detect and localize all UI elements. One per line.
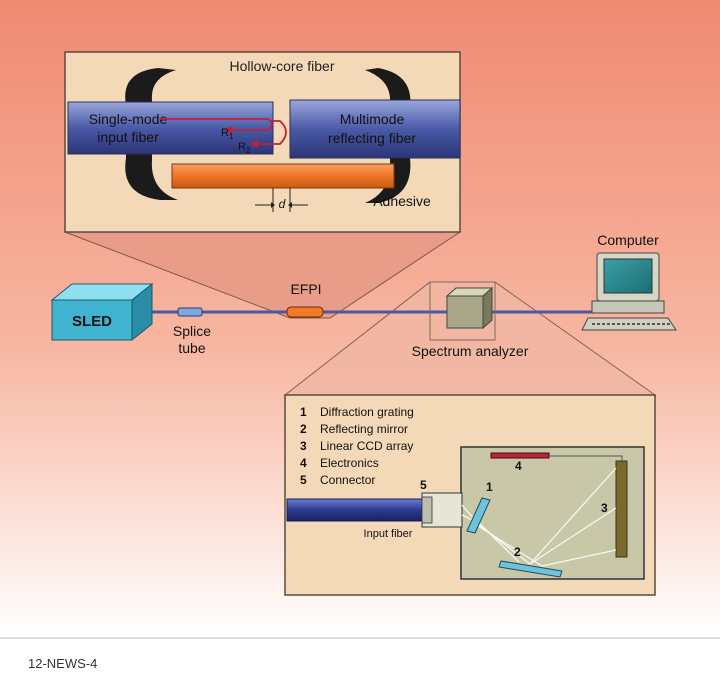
sled-box <box>51 299 133 341</box>
computer-label: Computer <box>597 232 659 248</box>
computer <box>581 252 677 331</box>
callout-5: 5 <box>420 478 427 492</box>
gap-arrowhead-left <box>271 202 275 208</box>
ray-reflect-1 <box>529 467 617 565</box>
input-fiber-label-2: input fiber <box>97 129 159 145</box>
reflect-fiber-label-2: reflecting fiber <box>328 130 416 146</box>
reflect-fiber-label-1: Multimode <box>340 111 405 127</box>
input-fiber-label-1: Single-mode <box>89 111 168 127</box>
gap-arrowhead-right <box>288 202 292 208</box>
reflecting-mirror <box>498 560 563 578</box>
ray-reflect-2 <box>529 507 617 565</box>
legend-label-1: Diffraction grating <box>320 405 414 419</box>
legend-num-3: 3 <box>300 439 307 453</box>
legend-num-4: 4 <box>300 456 307 470</box>
spectrum-analyzer-label: Spectrum analyzer <box>412 343 529 359</box>
ray-reflect-3 <box>541 549 617 567</box>
legend-num-1: 1 <box>300 405 307 419</box>
single-mode-input-fiber <box>67 101 274 155</box>
analyzer-highlight-box <box>429 281 496 341</box>
r1-label: R1 <box>221 127 234 141</box>
ccd-array <box>615 460 628 558</box>
diffraction-grating <box>466 497 491 534</box>
legend: 1 Diffraction grating 2 Reflecting mirro… <box>300 405 414 487</box>
r2-label: R2 <box>238 141 251 155</box>
computer-base <box>591 300 665 314</box>
callout-1: 1 <box>486 480 493 494</box>
legend-label-5: Connector <box>320 473 375 487</box>
gap-label: d <box>279 197 286 211</box>
system-layout: SLED Splice tube EFPI Spectrum analyzer … <box>50 232 677 359</box>
multimode-reflecting-fiber <box>289 99 461 159</box>
analyzer-box <box>446 295 484 329</box>
r2-arrowhead <box>250 140 258 148</box>
legend-label-3: Linear CCD array <box>320 439 413 453</box>
callout-4: 4 <box>515 459 522 473</box>
splice-tube <box>177 307 203 317</box>
legend-num-2: 2 <box>300 422 307 436</box>
adhesive-label: Adhesive <box>373 193 431 209</box>
light-rays <box>461 467 617 567</box>
electronics-bar <box>490 452 550 459</box>
legend-num-5: 5 <box>300 473 307 487</box>
callout-3: 3 <box>601 501 608 515</box>
spectrum-analyzer-inset: 1 Diffraction grating 2 Reflecting mirro… <box>284 394 656 596</box>
callout-2: 2 <box>514 545 521 559</box>
r1-arrowhead <box>224 126 232 134</box>
sled-label: SLED <box>72 313 112 330</box>
computer-screen <box>603 258 653 294</box>
r2-reflection-arrow <box>258 120 287 145</box>
connector-tip <box>421 496 433 524</box>
instrument-housing <box>460 446 645 580</box>
efpi-sensor <box>286 306 324 318</box>
input-fiber <box>286 498 426 522</box>
splice-label-1: Splice <box>173 323 211 339</box>
splice-label-2: tube <box>178 340 205 356</box>
hollow-core-fiber-inset: Hollow-core fiber Single-mode input fibe… <box>64 51 461 233</box>
adhesive-tube <box>171 163 395 189</box>
hollow-core-title: Hollow-core fiber <box>229 58 334 74</box>
legend-label-2: Reflecting mirror <box>320 422 408 436</box>
r1-reflection-arrow <box>160 118 273 131</box>
input-fiber-label: Input fiber <box>364 528 413 540</box>
electronics-wiring <box>549 455 623 461</box>
figure-caption: 12-NEWS-4 <box>28 656 97 671</box>
ray-down-3 <box>477 525 543 567</box>
legend-label-4: Electronics <box>320 456 379 470</box>
efpi-label: EFPI <box>290 281 321 297</box>
